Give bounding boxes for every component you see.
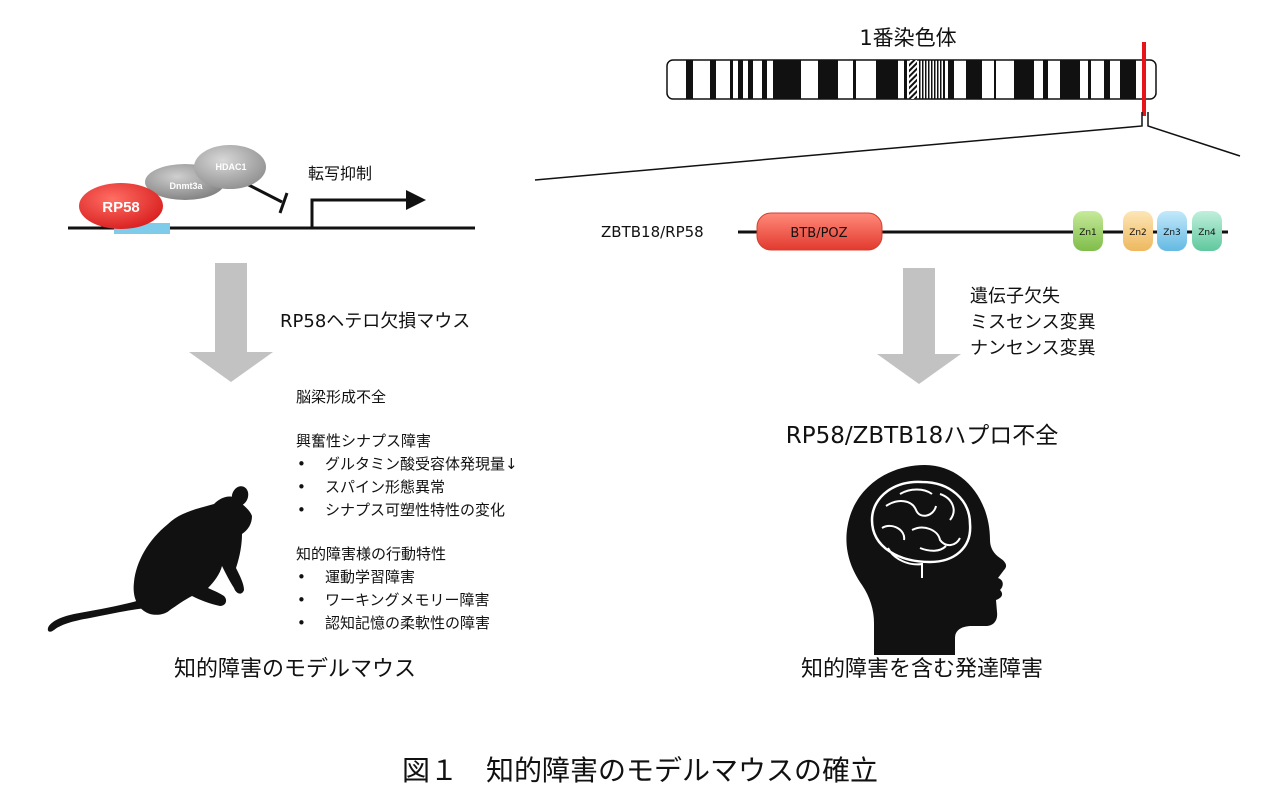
mutation-type: ミスセンス変異 xyxy=(970,312,1096,333)
zn4-label: Zn4 xyxy=(1198,228,1216,238)
chromosome-ideogram xyxy=(666,42,1157,116)
figure-caption: 図１ 知的障害のモデルマウスの確立 xyxy=(402,754,878,787)
btb-poz-label: BTB/POZ xyxy=(790,226,847,241)
hdac1-label: HDAC1 xyxy=(215,162,246,172)
bullet-icon: • xyxy=(297,568,306,586)
mutation-type: 遺伝子欠失 xyxy=(970,286,1060,307)
phenotype-synapse-item: シナプス可塑性特性の変化 xyxy=(325,501,505,519)
zn3-label: Zn3 xyxy=(1163,228,1181,238)
bullet-icon: • xyxy=(297,478,306,496)
gene-locus-marker xyxy=(1142,42,1146,116)
chromosome-label: 1番染色体 xyxy=(859,26,956,50)
btb-poz-domain xyxy=(756,212,883,251)
repression-label: 転写抑制 xyxy=(308,164,372,183)
phenotype-synapse-title: 興奮性シナプス障害 xyxy=(296,432,431,450)
phenotype-behavior-item: ワーキングメモリー障害 xyxy=(325,591,490,609)
gene-structure: ZBTB18/RP58 BTB/POZ Zn1 Zn2 Zn3 Zn4 xyxy=(601,211,1228,251)
gene-name: ZBTB18/RP58 xyxy=(601,223,704,241)
bullet-icon: • xyxy=(297,455,306,473)
inhibition-bar xyxy=(278,192,289,214)
arrowhead-icon xyxy=(406,190,426,210)
right-down-arrow xyxy=(877,268,961,384)
zn2-domain xyxy=(1123,211,1153,251)
mouse-icon xyxy=(47,486,252,632)
repression-mechanism: RP58 Dnmt3a HDAC1 転写抑制 xyxy=(68,145,475,234)
mutation-type: ナンセンス変異 xyxy=(970,338,1096,359)
zn1-domain xyxy=(1073,211,1103,251)
rp58-protein xyxy=(79,183,163,229)
human-head-icon xyxy=(846,465,1007,655)
phenotype-behavior-title: 知的障害様の行動特性 xyxy=(296,545,446,563)
zn4-domain xyxy=(1192,211,1222,251)
phenotype-behavior-item: 認知記憶の柔軟性の障害 xyxy=(325,614,490,632)
heterozygous-mouse-label: RP58ヘテロ欠損マウス xyxy=(280,311,470,332)
phenotype-synapse-item: スパイン形態異常 xyxy=(325,478,445,496)
phenotype-list: 脳梁形成不全 興奮性シナプス障害 • グルタミン酸受容体発現量↓ • スパイン形… xyxy=(296,388,518,632)
zn3-domain xyxy=(1157,211,1187,251)
bullet-icon: • xyxy=(297,614,306,632)
phenotype-synapse-item: グルタミン酸受容体発現量↓ xyxy=(325,455,518,473)
hdac1-protein xyxy=(194,145,266,189)
phenotype-corpus-callosum: 脳梁形成不全 xyxy=(296,388,386,406)
zn1-label: Zn1 xyxy=(1079,228,1097,238)
model-mouse-caption: 知的障害のモデルマウス xyxy=(174,657,416,682)
haploinsufficiency-label: RP58/ZBTB18ハプロ不全 xyxy=(786,423,1059,449)
zoom-lines xyxy=(534,112,1241,181)
bullet-icon: • xyxy=(297,591,306,609)
developmental-disorder-caption: 知的障害を含む発達障害 xyxy=(801,657,1043,682)
zn2-label: Zn2 xyxy=(1129,228,1147,238)
phenotype-behavior-item: 運動学習障害 xyxy=(325,568,415,586)
rp58-label: RP58 xyxy=(102,199,140,216)
binding-site-box xyxy=(114,223,170,234)
left-down-arrow xyxy=(189,263,273,382)
transcription-start-arrow xyxy=(310,198,410,228)
dnmt3a-label: Dnmt3a xyxy=(169,181,203,191)
bullet-icon: • xyxy=(297,501,306,519)
